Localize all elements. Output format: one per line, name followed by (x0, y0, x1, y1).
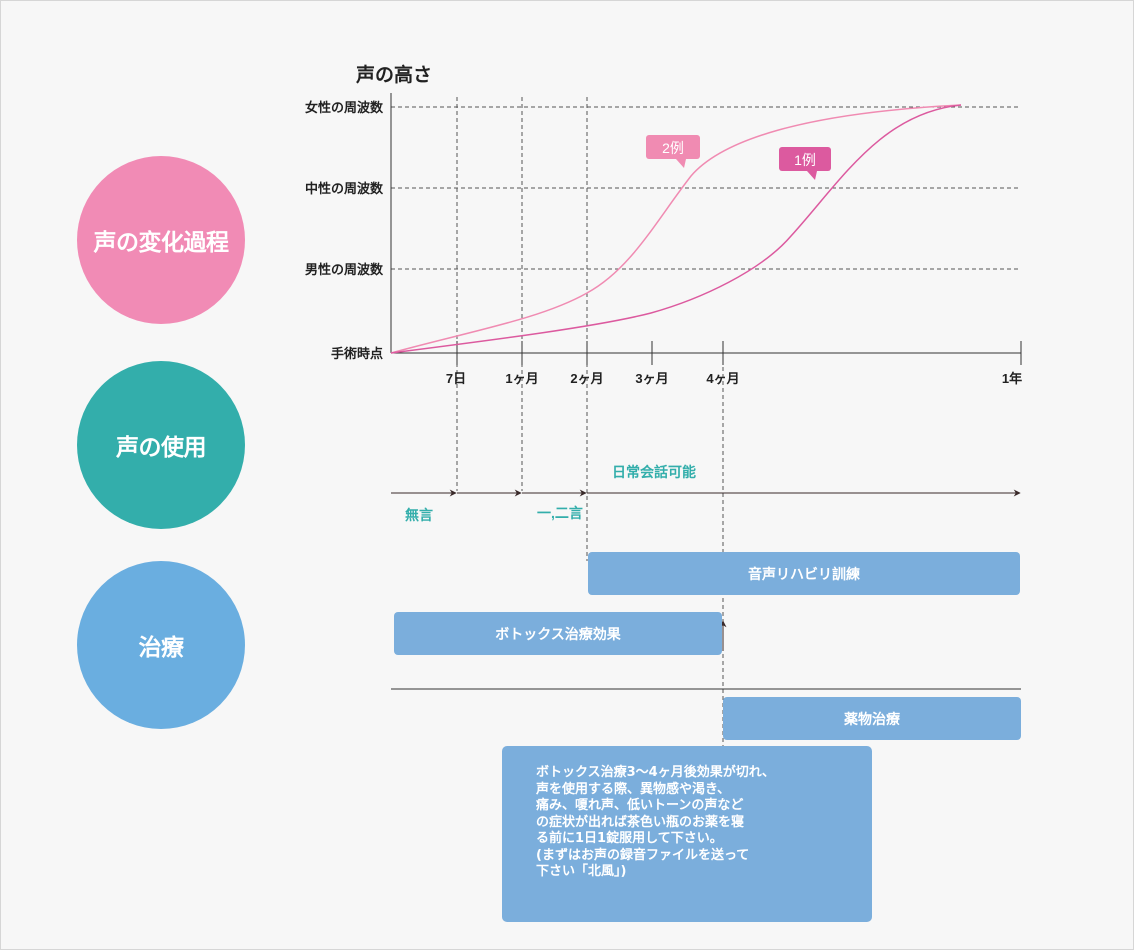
x-label-4months: 4ヶ月 (706, 371, 739, 386)
usage-words-label: 一,二言 (537, 505, 583, 521)
usage-silence-label: 無言 (405, 507, 433, 523)
x-label-1year: 1年 (1002, 371, 1022, 386)
callout-case-1-pointer (807, 171, 817, 180)
note-line: 下さい「北風」) (536, 864, 627, 879)
note-line: る前に1日1錠服用して下さい。 (536, 831, 723, 846)
note-line: (まずはお声の録音ファイルを送って (536, 847, 750, 863)
callout-case-2-box (646, 135, 700, 159)
horizontal-grid (391, 106, 1021, 270)
rehab-bar: 音声リハビリ訓練 (588, 552, 1020, 595)
y-label-female: 女性の周波数 (305, 100, 384, 115)
y-label-male: 男性の周波数 (305, 262, 384, 277)
note-line: 声を使用する際、異物感や渇き、 (536, 781, 731, 797)
curve-case-2 (390, 104, 962, 354)
x-label-3months: 3ヶ月 (635, 371, 668, 386)
drug-instruction-note: ボトックス治療3～4ヶ月後効果が切れ、 声を使用する際、異物感や渇き、 痛み、嗄… (502, 746, 872, 922)
voice-use-label: 声の使用 (116, 435, 207, 461)
note-line: ボトックス治療3～4ヶ月後効果が切れ、 (536, 765, 775, 780)
x-label-7days: 7日 (446, 371, 466, 386)
treatment-label: 治療 (138, 635, 185, 661)
voice-use-circle: 声の使用 (77, 361, 245, 529)
note-line: の症状が出れば茶色い瓶のお薬を寝 (536, 814, 745, 830)
callout-case-1-box (779, 147, 831, 171)
drug-bar: 薬物治療 (723, 697, 1021, 740)
vertical-grid (456, 97, 724, 746)
voice-change-label: 声の変化過程 (93, 230, 230, 256)
x-label-2months: 2ヶ月 (570, 371, 603, 386)
usage-daily-label: 日常会話可能 (612, 464, 696, 480)
callout-case-2-label: 2例 (662, 140, 684, 156)
callout-case-2-pointer (676, 159, 686, 168)
botox-bar: ボトックス治療効果 (394, 612, 722, 655)
curve-case-1 (390, 104, 962, 354)
y-label-surgery: 手術時点 (331, 346, 383, 361)
x-ticks (456, 341, 1022, 365)
callout-case-1-label: 1例 (794, 152, 816, 168)
y-label-neutral: 中性の周波数 (305, 181, 384, 196)
rehab-label: 音声リハビリ訓練 (748, 566, 860, 583)
drug-label: 薬物治療 (844, 711, 900, 728)
chart-title: 声の高さ (355, 63, 432, 86)
botox-label: ボトックス治療効果 (495, 626, 621, 643)
note-line: 痛み、嗄れ声、低いトーンの声など (536, 798, 744, 813)
callout-case-2: 2例 (646, 135, 700, 168)
voice-change-circle: 声の変化過程 (77, 156, 245, 324)
treatment-circle: 治療 (77, 561, 245, 729)
callout-case-1: 1例 (779, 147, 831, 180)
x-label-1month: 1ヶ月 (505, 371, 538, 386)
